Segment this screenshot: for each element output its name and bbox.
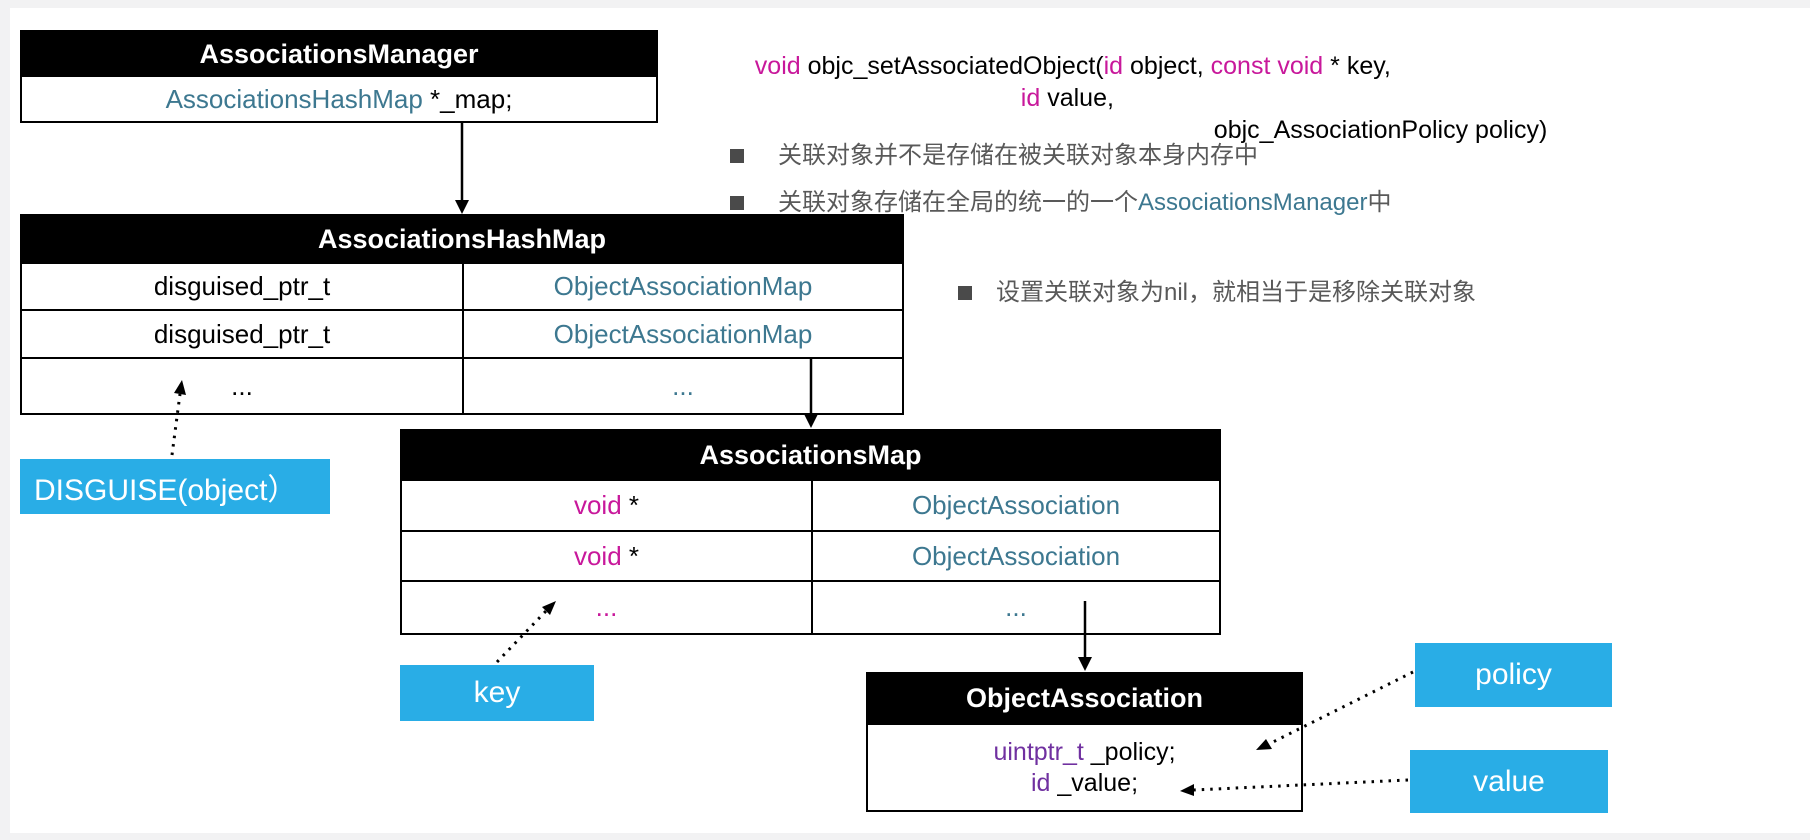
code-line-3: objc_AssociationPolicy policy) <box>1186 85 1547 175</box>
code-text: value, <box>1040 84 1114 112</box>
table-row: disguised_ptr_t ObjectAssociationMap <box>22 309 902 357</box>
table-header: AssociationsManager <box>22 32 656 77</box>
keyword: id <box>1103 52 1124 80</box>
table-associations-hashmap: AssociationsHashMap disguised_ptr_t Obje… <box>20 214 904 415</box>
cell-value: ... <box>462 359 902 413</box>
code-line-1: void objc_setAssociatedObject(id object,… <box>727 21 1391 111</box>
table-associations-map: AssociationsMap void * ObjectAssociation… <box>400 429 1221 635</box>
keyword: const void <box>1210 52 1324 80</box>
field-map: AssociationsHashMap *_map; <box>22 77 656 121</box>
field-name: _policy; <box>1083 737 1176 766</box>
cell-value: ... <box>811 582 1219 633</box>
keyword: void <box>573 490 622 520</box>
keyword: void <box>754 52 801 80</box>
disguise-label: DISGUISE(object） <box>20 459 330 514</box>
note-text: 关联对象存储在全局的统一的一个 <box>778 189 1138 216</box>
field-type: id <box>1030 768 1051 797</box>
table-row: ... ... <box>22 357 902 413</box>
note-not-stored-in-object: 关联对象并不是存储在被关联对象本身内存中 <box>778 142 1258 169</box>
policy-label: policy <box>1415 643 1612 707</box>
code-text: object, <box>1123 52 1211 80</box>
table-header: AssociationsMap <box>402 431 1219 479</box>
table-row: disguised_ptr_t ObjectAssociationMap <box>22 262 902 309</box>
value-label: value <box>1410 750 1608 813</box>
field-name: *_map; <box>422 83 513 114</box>
bullet-square-icon <box>730 196 744 210</box>
field-value: id _value; <box>1031 768 1138 799</box>
bullet-square-icon <box>730 149 744 163</box>
code-text: objc_setAssociatedObject( <box>800 52 1104 80</box>
slide-edge-left <box>0 0 10 840</box>
cell-key: void * <box>402 481 811 530</box>
cell-value: ObjectAssociationMap <box>462 311 902 357</box>
field-type: uintptr_t <box>993 737 1084 766</box>
code-line-2: id value, <box>993 53 1114 143</box>
table-row: void * ObjectAssociation <box>402 479 1219 530</box>
note-link-text: AssociationsManager <box>1138 189 1368 216</box>
cell-value: ObjectAssociation <box>811 481 1219 530</box>
table-row: ... ... <box>402 580 1219 633</box>
field-policy: uintptr_t _policy; <box>993 737 1175 768</box>
cell-key: disguised_ptr_t <box>153 318 331 349</box>
cell-key: disguised_ptr_t <box>153 271 331 301</box>
table-associations-manager: AssociationsManager AssociationsHashMap … <box>20 30 658 123</box>
cell-key: ... <box>595 592 618 622</box>
field-type: AssociationsHashMap <box>165 83 423 114</box>
table-object-association: ObjectAssociation uintptr_t _policy; id … <box>866 672 1303 812</box>
code-text: objc_AssociationPolicy policy) <box>1213 116 1548 144</box>
table-header: ObjectAssociation <box>868 674 1301 723</box>
note-stored-in-manager: 关联对象存储在全局的统一的一个AssociationsManager中 <box>778 188 1391 218</box>
bullet-square-icon <box>958 286 972 300</box>
pointer-star: * <box>621 490 640 520</box>
key-label: key <box>400 665 594 721</box>
table-header: AssociationsHashMap <box>22 216 902 262</box>
cell-key: ... <box>231 370 253 401</box>
table-body: uintptr_t _policy; id _value; <box>868 723 1301 810</box>
table-row: void * ObjectAssociation <box>402 530 1219 580</box>
keyword: void <box>573 540 622 571</box>
slide-edge-top <box>0 0 1810 8</box>
keyword: id <box>1020 84 1041 112</box>
slide-edge-bottom <box>0 833 1810 840</box>
cell-value: ObjectAssociationMap <box>462 264 902 309</box>
table-row: AssociationsHashMap *_map; <box>22 77 656 121</box>
arrow-manager-to-hashmap <box>455 123 469 214</box>
cell-key: void * <box>402 532 811 580</box>
note-text: 中 <box>1367 189 1392 216</box>
note-nil-removes: 设置关联对象为nil，就相当于是移除关联对象 <box>996 279 1477 306</box>
cell-value: ObjectAssociation <box>811 532 1219 580</box>
code-text: * key, <box>1323 52 1391 80</box>
pointer-star: * <box>621 540 640 571</box>
field-name: _value; <box>1050 768 1139 797</box>
